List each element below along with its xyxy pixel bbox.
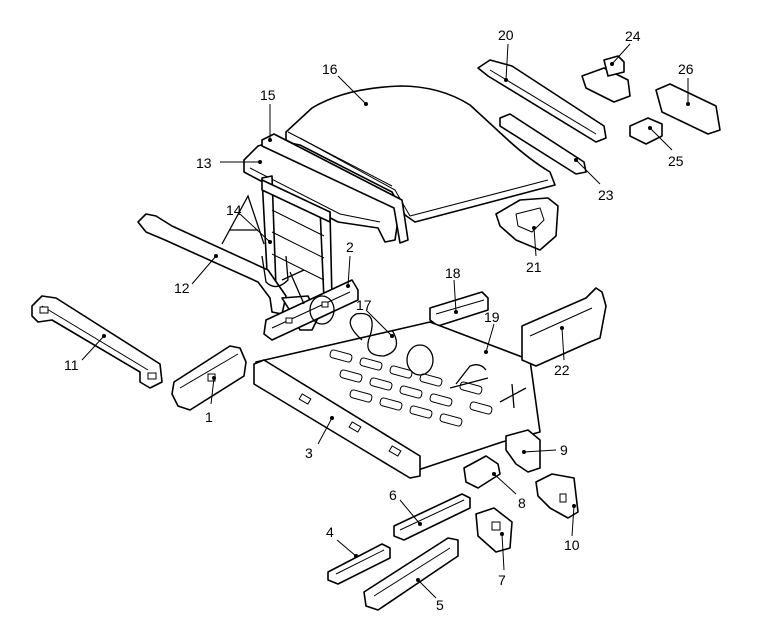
callout-labels: 1 2 3 4 5 6 7 8 9 10 11 12 13 14 15 16 1…: [64, 27, 694, 613]
callout-17: 17: [356, 297, 372, 313]
callout-5: 5: [436, 597, 444, 613]
callout-11: 11: [64, 357, 79, 373]
floor-side-sill-part[interactable]: [253, 359, 421, 479]
callout-13: 13: [196, 155, 212, 171]
side-panel-right-part[interactable]: [521, 287, 607, 367]
rear-corner-bracket-part[interactable]: [535, 473, 579, 519]
callout-25: 25: [668, 153, 684, 169]
bracket-part[interactable]: [263, 279, 359, 341]
callout-15: 15: [260, 87, 276, 103]
callout-12: 12: [174, 280, 190, 296]
callout-7: 7: [498, 572, 506, 588]
callout-10: 10: [564, 537, 580, 553]
callout-1: 1: [205, 409, 213, 425]
callout-16: 16: [322, 61, 338, 77]
callout-6: 6: [389, 487, 397, 503]
callout-8: 8: [518, 495, 526, 511]
callout-24: 24: [625, 28, 641, 44]
roof-rail-part[interactable]: [261, 133, 409, 244]
inner-rail-part[interactable]: [499, 113, 587, 175]
callout-2: 2: [346, 239, 354, 255]
callout-19: 19: [484, 309, 500, 325]
callout-23: 23: [598, 187, 614, 203]
watermark-logo: [221, 194, 527, 409]
front-mount-bracket-part[interactable]: [171, 345, 247, 411]
callout-9: 9: [560, 442, 568, 458]
lower-cross-bar-part[interactable]: [393, 493, 471, 541]
rear-rail-part[interactable]: [463, 455, 501, 489]
callout-26: 26: [678, 61, 694, 77]
leader-lines: [81, 43, 690, 599]
callout-4: 4: [326, 524, 334, 540]
roof-panel-part[interactable]: [285, 85, 556, 223]
callout-18: 18: [445, 265, 461, 281]
callout-21: 21: [526, 259, 542, 275]
callout-20: 20: [498, 27, 514, 43]
gusset-part[interactable]: [495, 197, 559, 251]
callout-3: 3: [305, 445, 313, 461]
lower-panel-part[interactable]: [363, 537, 459, 611]
mounting-plate-part[interactable]: [475, 507, 513, 553]
small-lower-bracket-part[interactable]: [327, 543, 391, 585]
clip-part[interactable]: [581, 55, 631, 103]
callout-22: 22: [554, 362, 570, 378]
side-trim-panel-part[interactable]: [655, 83, 721, 135]
seat-rail-part[interactable]: [429, 291, 489, 327]
cross-member-part[interactable]: [31, 295, 163, 389]
callout-14: 14: [226, 202, 242, 218]
small-clip-part[interactable]: [629, 117, 663, 145]
